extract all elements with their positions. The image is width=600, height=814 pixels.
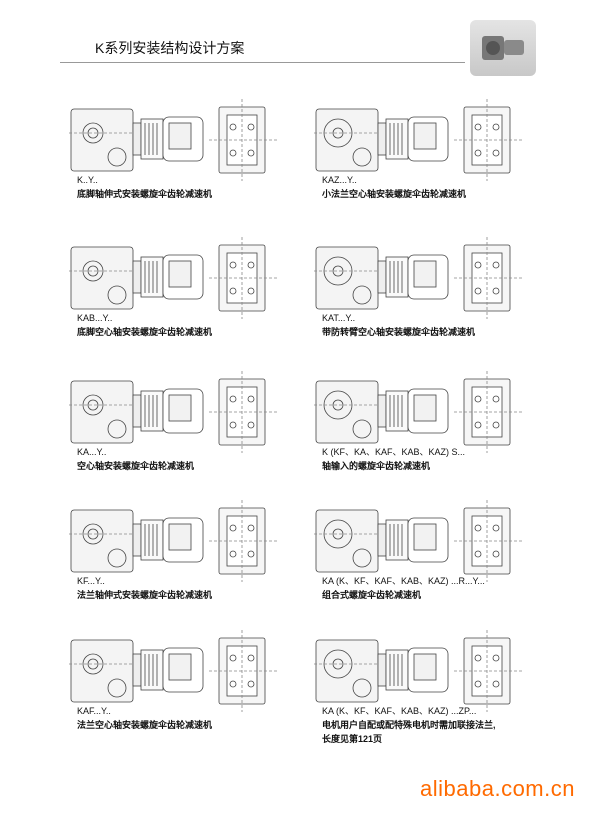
option-caption: KAZ...Y.. 小法兰空心轴安装螺旋伞齿轮减速机 <box>322 173 592 201</box>
option-description: 底脚轴伸式安装螺旋伞齿轮减速机 <box>77 189 213 199</box>
model-code: KF...Y.. <box>77 576 105 586</box>
model-code: K..Y.. <box>77 175 98 185</box>
model-code: KAB...Y.. <box>77 313 113 323</box>
option-caption: KAB...Y.. 底脚空心轴安装螺旋伞齿轮减速机 <box>77 311 347 339</box>
option-description: 法兰轴伸式安装螺旋伞齿轮减速机 <box>77 590 213 600</box>
model-code: KA...Y.. <box>77 447 107 457</box>
mounting-option: KAT...Y.. 带防转臂空心轴安装螺旋伞齿轮减速机 <box>314 237 592 339</box>
option-description: 底脚空心轴安装螺旋伞齿轮减速机 <box>77 327 213 337</box>
option-caption: K..Y.. 底脚轴伸式安装螺旋伞齿轮减速机 <box>77 173 347 201</box>
gearmotor-drawing <box>314 235 534 335</box>
gearmotor-thumbnail-image <box>470 20 536 76</box>
option-description: 法兰空心轴安装螺旋伞齿轮减速机 <box>77 720 213 730</box>
gearmotor-drawing <box>314 97 534 197</box>
mounting-option: K (KF、KA、KAF、KAB、KAZ) S... 轴输入的螺旋伞齿轮减速机 <box>314 371 592 473</box>
option-description: 空心轴安装螺旋伞齿轮减速机 <box>77 461 195 471</box>
option-description: 带防转臂空心轴安装螺旋伞齿轮减速机 <box>322 327 476 337</box>
mounting-option: KA...Y.. 空心轴安装螺旋伞齿轮减速机 <box>69 371 347 473</box>
option-caption: KA...Y.. 空心轴安装螺旋伞齿轮减速机 <box>77 445 347 473</box>
model-code: KAT...Y.. <box>322 313 356 323</box>
model-code: KAZ...Y.. <box>322 175 357 185</box>
mounting-option: KAF...Y.. 法兰空心轴安装螺旋伞齿轮减速机 <box>69 630 347 732</box>
option-description: 组合式螺旋伞齿轮减速机 <box>322 590 422 600</box>
model-code: KA (K、KF、KAF、KAB、KAZ) ...R...Y... <box>322 576 485 586</box>
gearmotor-drawing <box>314 498 534 598</box>
mounting-option: KAB...Y.. 底脚空心轴安装螺旋伞齿轮减速机 <box>69 237 347 339</box>
mounting-option: K..Y.. 底脚轴伸式安装螺旋伞齿轮减速机 <box>69 99 347 201</box>
gearmotor-drawing <box>69 628 289 728</box>
option-caption: KA (K、KF、KAF、KAB、KAZ) ...R...Y... 组合式螺旋伞齿… <box>322 574 592 602</box>
mounting-option: KA (K、KF、KAF、KAB、KAZ) ...ZP... 电机用户自配或配特殊… <box>314 630 592 746</box>
gearmotor-drawing <box>69 235 289 335</box>
option-description: 长度见第121页 <box>322 734 383 744</box>
option-caption: KF...Y.. 法兰轴伸式安装螺旋伞齿轮减速机 <box>77 574 347 602</box>
title-divider <box>60 62 465 63</box>
option-description: 电机用户自配或配特殊电机时需加联接法兰, <box>322 720 496 730</box>
gearmotor-drawing <box>314 369 534 469</box>
option-caption: KAF...Y.. 法兰空心轴安装螺旋伞齿轮减速机 <box>77 704 347 732</box>
option-description: 轴输入的螺旋伞齿轮减速机 <box>322 461 431 471</box>
option-caption: K (KF、KA、KAF、KAB、KAZ) S... 轴输入的螺旋伞齿轮减速机 <box>322 445 592 473</box>
watermark: alibaba.com.cn <box>420 776 575 801</box>
gearmotor-drawing <box>69 97 289 197</box>
model-code: K (KF、KA、KAF、KAB、KAZ) S... <box>322 447 466 457</box>
gearmotor-drawing <box>69 498 289 598</box>
mounting-option: KF...Y.. 法兰轴伸式安装螺旋伞齿轮减速机 <box>69 500 347 602</box>
mounting-option: KA (K、KF、KAF、KAB、KAZ) ...R...Y... 组合式螺旋伞齿… <box>314 500 592 602</box>
mounting-option: KAZ...Y.. 小法兰空心轴安装螺旋伞齿轮减速机 <box>314 99 592 201</box>
gearmotor-drawing <box>314 628 534 728</box>
option-description: 小法兰空心轴安装螺旋伞齿轮减速机 <box>322 189 467 199</box>
gearmotor-drawing <box>69 369 289 469</box>
model-code: KA (K、KF、KAF、KAB、KAZ) ...ZP... <box>322 706 477 716</box>
option-caption: KAT...Y.. 带防转臂空心轴安装螺旋伞齿轮减速机 <box>322 311 592 339</box>
option-caption: KA (K、KF、KAF、KAB、KAZ) ...ZP... 电机用户自配或配特殊… <box>322 704 592 746</box>
page-title: K系列安装结构设计方案 <box>95 40 245 56</box>
model-code: KAF...Y.. <box>77 706 111 716</box>
